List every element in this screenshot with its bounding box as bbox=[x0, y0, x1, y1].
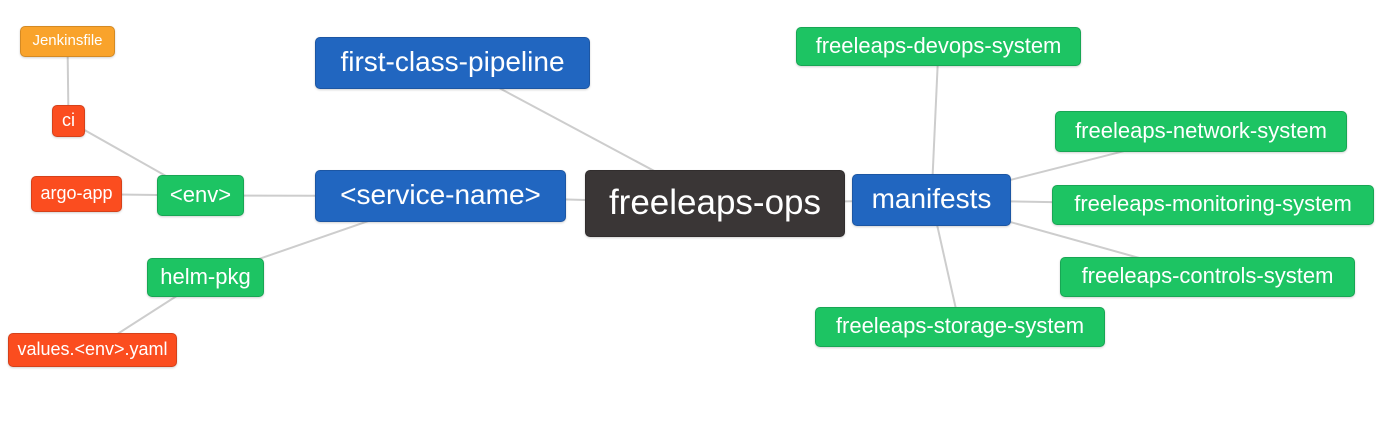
node-label: ci bbox=[62, 110, 75, 130]
node-label: argo-app bbox=[40, 183, 113, 203]
node-env[interactable]: <env> bbox=[157, 175, 244, 216]
node-freeleaps-monitoring-system[interactable]: freeleaps-monitoring-system bbox=[1052, 185, 1374, 225]
node-freeleaps-storage-system[interactable]: freeleaps-storage-system bbox=[815, 307, 1105, 347]
node-label: freeleaps-monitoring-system bbox=[1074, 191, 1352, 216]
node-label: values.<env>.yaml bbox=[17, 339, 168, 359]
node-label: freeleaps-storage-system bbox=[835, 313, 1085, 338]
node-label: freeleaps-network-system bbox=[1075, 117, 1327, 143]
node-ci[interactable]: ci bbox=[52, 105, 85, 137]
node-service-name[interactable]: <service-name> bbox=[315, 170, 566, 222]
node-freeleaps-ops[interactable]: freeleaps-ops bbox=[585, 170, 845, 237]
node-label: helm-pkg bbox=[160, 263, 251, 289]
node-first-class-pipeline[interactable]: first-class-pipeline bbox=[315, 37, 590, 89]
node-label: <env> bbox=[169, 181, 232, 207]
node-label: freeleaps-controls-system bbox=[1081, 263, 1334, 288]
node-values-env-yaml[interactable]: values.<env>.yaml bbox=[8, 333, 177, 367]
node-label: manifests bbox=[871, 183, 992, 214]
node-label: Jenkinsfile bbox=[32, 32, 103, 49]
node-argo-app[interactable]: argo-app bbox=[31, 176, 122, 212]
node-jenkinsfile[interactable]: Jenkinsfile bbox=[20, 26, 115, 57]
node-manifests[interactable]: manifests bbox=[852, 174, 1011, 226]
node-helm-pkg[interactable]: helm-pkg bbox=[147, 258, 264, 297]
node-label: <service-name> bbox=[340, 179, 541, 210]
node-freeleaps-devops-system[interactable]: freeleaps-devops-system bbox=[796, 27, 1081, 66]
node-label: first-class-pipeline bbox=[340, 46, 565, 77]
node-label: freeleaps-ops bbox=[608, 183, 822, 222]
node-freeleaps-controls-system[interactable]: freeleaps-controls-system bbox=[1060, 257, 1355, 297]
node-label: freeleaps-devops-system bbox=[815, 32, 1062, 58]
node-freeleaps-network-system[interactable]: freeleaps-network-system bbox=[1055, 111, 1347, 152]
